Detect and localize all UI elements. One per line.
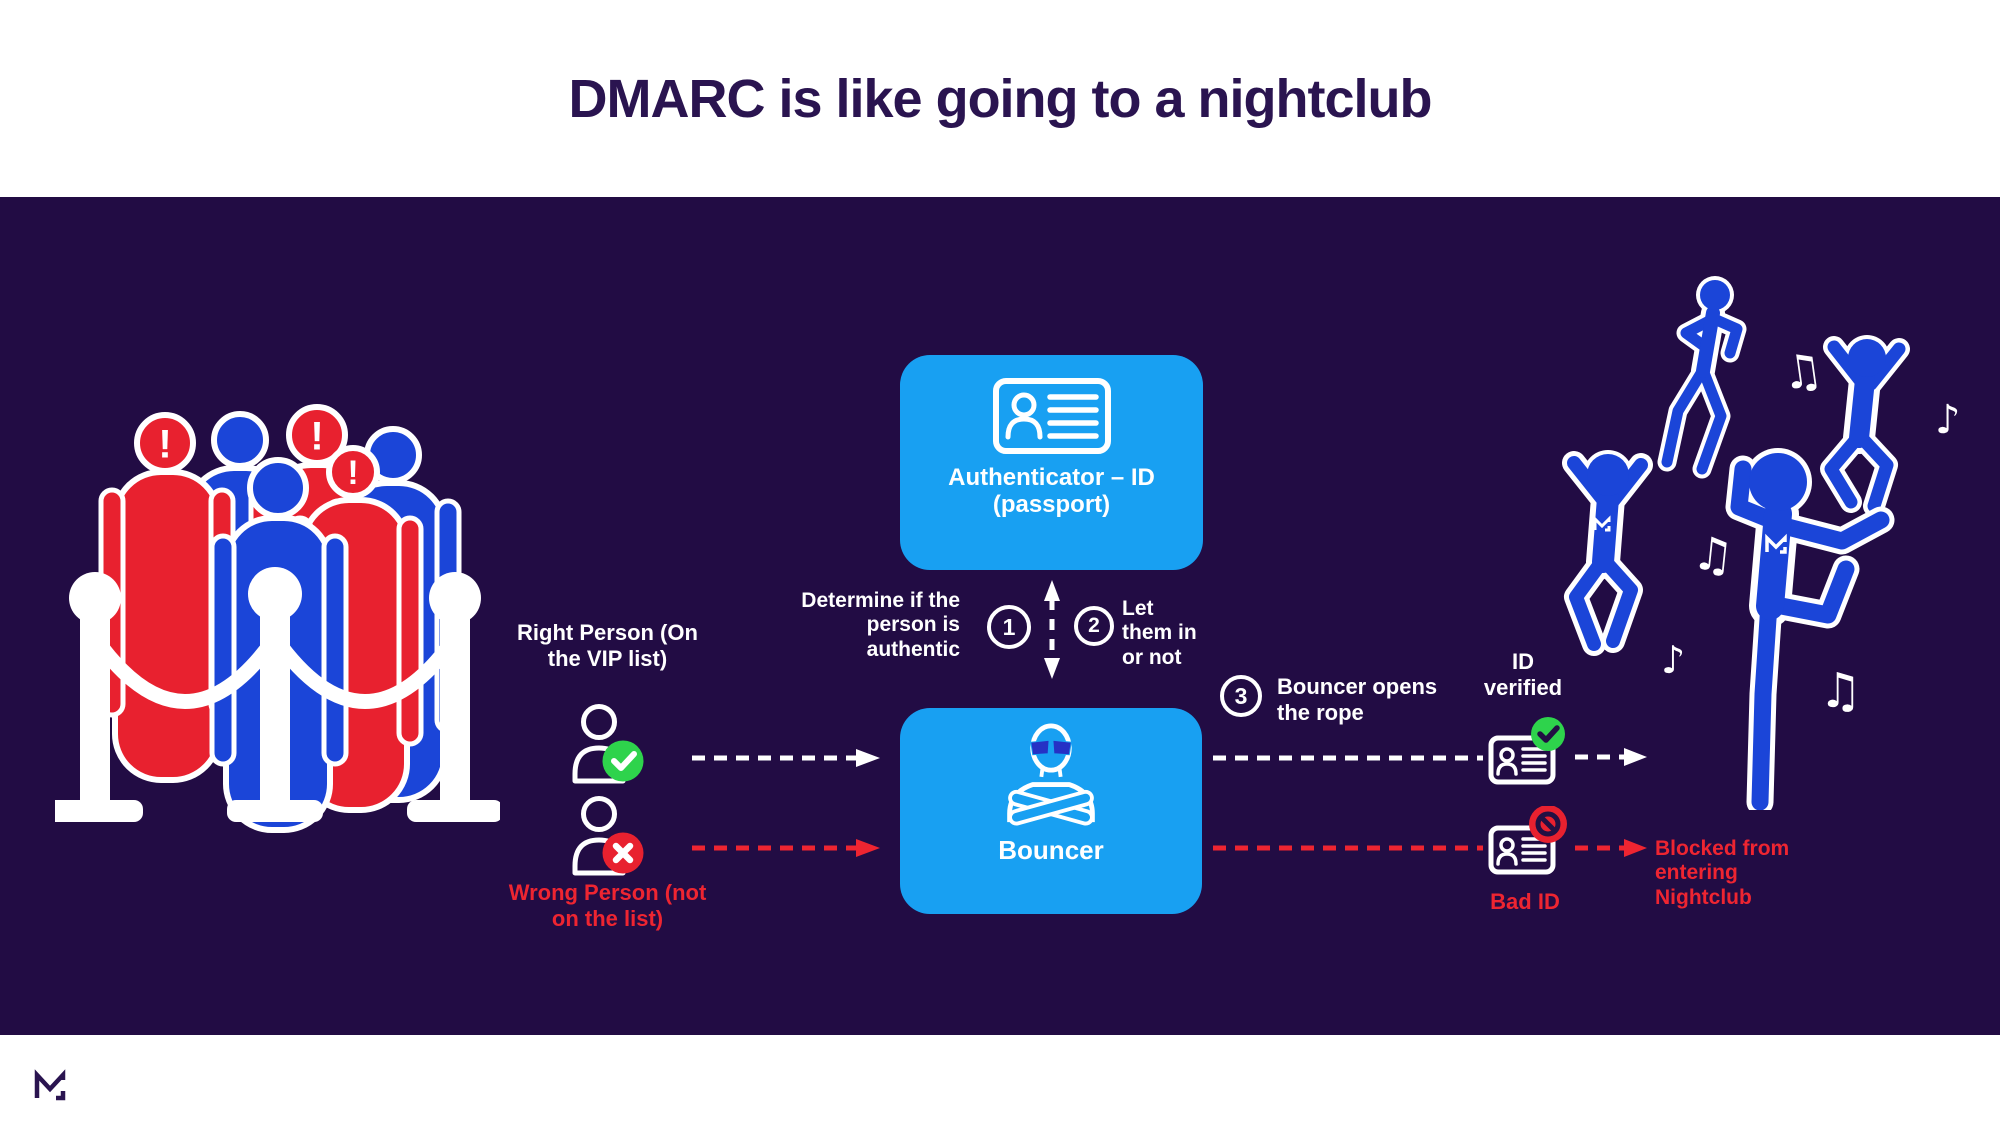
blocked-badge-icon [1529,806,1567,843]
check-badge-icon [602,740,644,782]
dancer [1562,450,1653,656]
music-note-icon: ♫ [1819,663,1862,719]
blocked-label: Blocked from entering Nightclub [1655,837,1790,909]
authenticator-box: Authenticator – ID (passport) [900,355,1203,570]
person-check-icon [572,704,644,784]
arrowhead-icon [856,749,880,767]
diagram-stage: ! ! ! [0,197,2000,1035]
id-card-icon [992,378,1111,454]
alert-badge: ! [134,412,196,474]
bouncer-icon [1007,723,1095,826]
step-circle-3: 3 [1220,675,1262,717]
exclamation-icon: ! [347,454,358,492]
footer [0,1035,2000,1125]
arrowhead-icon [1044,580,1060,601]
step-1-label: Determine if the person is authentic [801,589,960,661]
brand-mark-icon [1765,533,1787,554]
dancer [1657,276,1747,479]
brand-logo [34,1069,66,1101]
exclamation-icon: ! [310,414,323,458]
wrong-person-label: Wrong Person (not on the list) [508,880,707,931]
step-1-number: 1 [1002,613,1016,640]
step-circle-2: 2 [1074,606,1114,646]
page-title: DMARC is like going to a nightclub [568,68,1433,129]
id-verified-card-icon [1488,717,1565,785]
step-3-label: Bouncer opens the rope [1277,674,1438,725]
right-person-label: Right Person (On the VIP list) [517,620,698,671]
music-note-icon: ♫ [1778,342,1826,401]
flow-arrows [692,580,1647,857]
stanchion [227,567,323,822]
step-circle-1: 1 [987,605,1031,649]
stanchion [407,572,500,822]
music-note-icon: ♫ [1690,525,1737,583]
sunglasses-icon [1030,739,1072,756]
music-note-icon: ♪ [1661,638,1685,682]
x-badge-icon [602,832,644,874]
person-x-icon [572,796,644,876]
header: DMARC is like going to a nightclub [0,0,2000,197]
music-note-icon: ♪ [1935,397,1961,443]
exclamation-icon: ! [158,422,171,466]
step-2-number: 2 [1088,614,1100,637]
dancer [1820,335,1910,517]
rope [88,633,282,709]
rope [268,633,462,709]
step-3-number: 3 [1234,682,1248,709]
stanchion [55,572,143,822]
dancers-illustration: ♫ ♪ ♫ ♪ ♫ [1562,276,1961,810]
crowd-illustration: ! ! ! [55,404,500,833]
bouncer-box: Bouncer [900,708,1202,914]
arrowhead-icon [1044,658,1060,679]
arrowhead-icon [856,839,880,857]
alert-badge: ! [326,445,380,499]
alert-badge: ! [286,404,348,466]
bad-id-label: Bad ID [1490,889,1560,914]
brand-mark-icon [1593,515,1611,532]
arrowhead-icon [1624,748,1647,766]
step-2-label: Let them in or not [1122,597,1197,669]
bad-id-card-icon [1488,806,1567,875]
id-verified-label: ID verified [1483,649,1563,700]
dancer [1725,448,1895,810]
bouncer-label: Bouncer [998,835,1104,865]
arrowhead-icon [1624,839,1647,857]
verified-badge-icon [1531,717,1565,751]
authenticator-label: Authenticator – ID (passport) [948,464,1155,518]
